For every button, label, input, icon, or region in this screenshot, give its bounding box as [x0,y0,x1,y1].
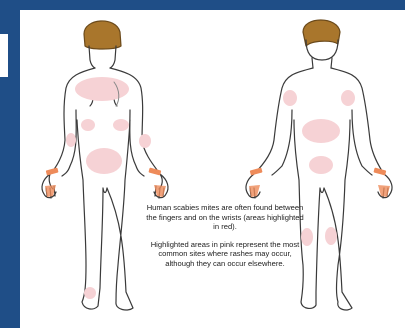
diagram-panel: Human scabies mites are often found betw… [20,10,405,328]
rash-groin [309,156,333,174]
caption-paragraph-2: Highlighted areas in pink represent the … [145,240,305,269]
rash-lower-back-right [113,119,129,131]
rash-upper-back [75,77,129,101]
caption-paragraph-1: Human scabies mites are often found betw… [145,203,305,232]
rash-left-elbow [66,133,76,147]
back-left-wrist-highlight [46,168,59,176]
front-left-wrist-highlight [250,168,263,176]
front-hair [303,20,340,46]
rash-buttocks [86,148,122,174]
back-hair [84,21,121,49]
rash-waist [302,119,340,143]
rash-left-armpit [283,90,297,106]
diagram-caption: Human scabies mites are often found betw… [145,203,305,269]
body-diagram [20,10,405,328]
back-right-wrist-highlight [148,168,161,176]
rash-left-ankle-back [84,287,96,299]
sidebar-tab[interactable] [0,34,8,77]
front-right-wrist-highlight [373,168,386,176]
rash-right-knee [325,227,337,245]
rash-right-elbow [139,134,151,148]
rash-right-armpit [341,90,355,106]
rash-lower-back-left [81,119,95,131]
